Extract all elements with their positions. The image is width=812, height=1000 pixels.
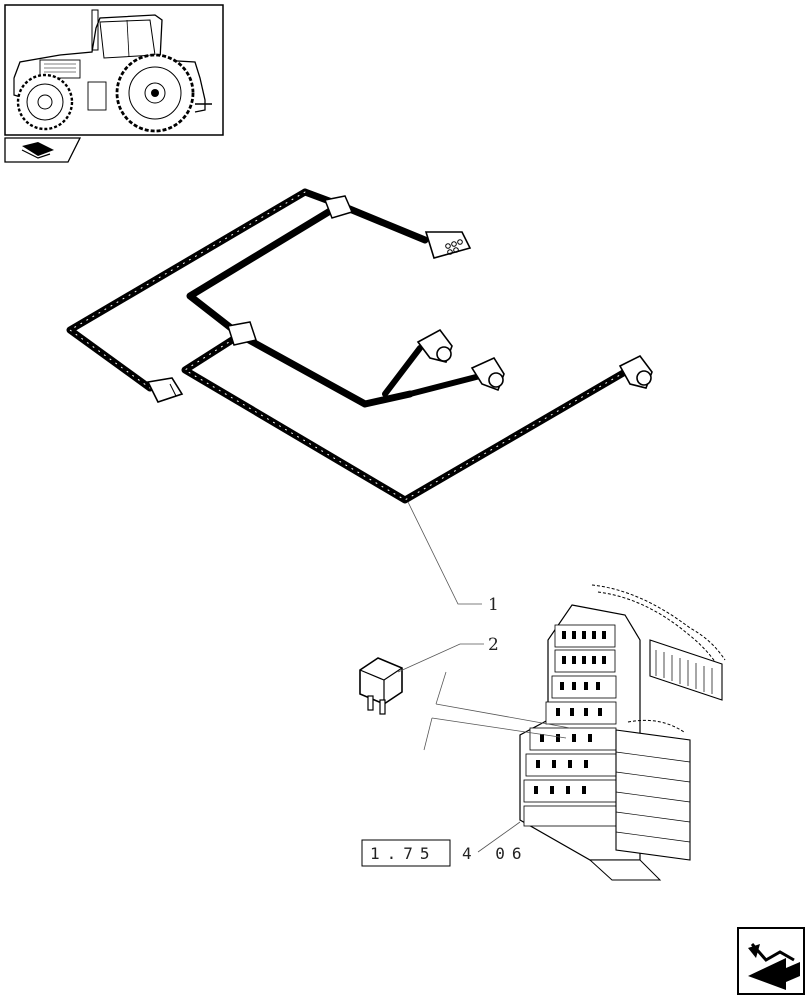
wiring-harness	[66, 188, 629, 504]
reference-boxed-text: 1.75	[370, 844, 437, 863]
pointer-line	[423, 671, 571, 853]
leader-line-2	[397, 643, 484, 673]
junction-sleeve	[227, 195, 354, 346]
connector-plug	[146, 377, 184, 403]
connector-plug	[424, 231, 472, 259]
callout-2: 2	[488, 635, 499, 655]
fuse-box	[519, 584, 726, 881]
next-page-arrow-icon[interactable]	[737, 927, 805, 995]
reference-suffix-text: 4 06	[462, 844, 529, 863]
callout-1: 1	[488, 595, 499, 615]
leader-line-1	[407, 501, 482, 605]
relay	[359, 657, 403, 715]
book-icon	[4, 137, 82, 163]
tractor-thumbnail-icon	[4, 4, 224, 136]
reference-label: 1.75 4 06	[361, 839, 529, 867]
elbow-connector	[416, 328, 653, 392]
